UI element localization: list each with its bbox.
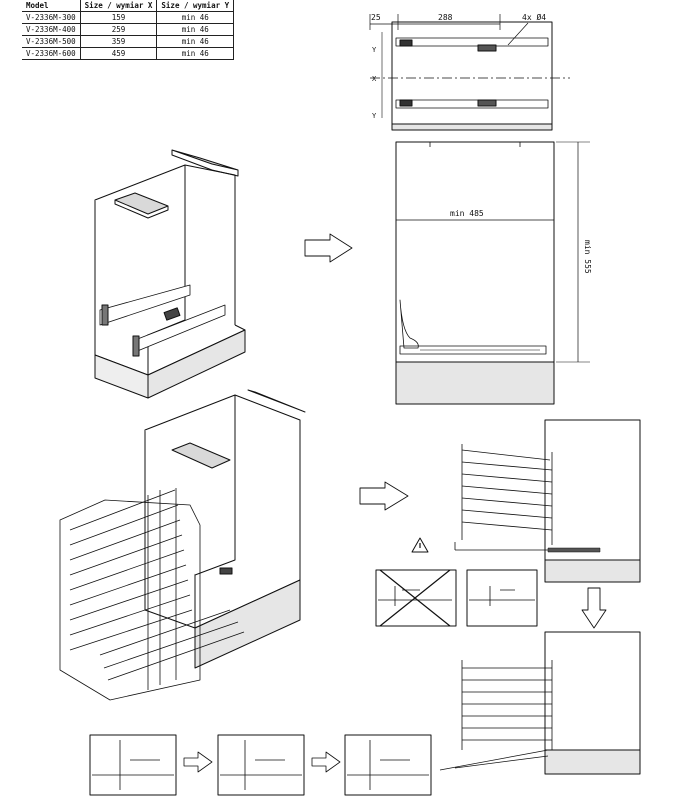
slide-rail xyxy=(99,284,191,326)
iso-cabinet-empty xyxy=(94,149,246,399)
side-view-installed xyxy=(439,631,641,775)
min-width-label: min 485 xyxy=(450,209,484,218)
table-row: V-2336M-300 159 min 46 xyxy=(22,11,235,24)
bottom-rail xyxy=(395,99,549,109)
step-arrow-icon xyxy=(581,587,607,629)
detail-box-step-3 xyxy=(344,734,432,796)
shelf-panel xyxy=(171,442,231,469)
wire-basket xyxy=(59,488,245,701)
rail-bracket xyxy=(101,304,109,326)
rail-bracket xyxy=(219,567,233,575)
cabinet-side-outline xyxy=(395,141,555,363)
rail-bracket xyxy=(477,99,497,107)
rail-bracket xyxy=(477,44,497,52)
iso-cabinet-with-basket xyxy=(59,389,306,701)
warning-icon xyxy=(411,537,429,553)
detail-box-step-1 xyxy=(89,734,177,796)
rail-bracket xyxy=(163,307,181,321)
detail-box-step-2 xyxy=(217,734,305,796)
axis-label-y: Y xyxy=(372,46,377,54)
detail-box-correct xyxy=(466,569,538,627)
top-view-frame xyxy=(391,21,553,125)
cabinet-back-edge xyxy=(184,164,236,325)
top-panel xyxy=(247,389,306,413)
cross-out-icon xyxy=(379,569,451,627)
table-row: V-2336M-500 359 min 46 xyxy=(22,35,235,48)
step-arrow-icon xyxy=(311,751,341,773)
spec-cell-model: V-2336M-600 xyxy=(22,47,81,60)
rail-bracket xyxy=(399,99,413,107)
dim-span-label: 288 xyxy=(438,13,453,22)
top-view-plinth xyxy=(391,123,553,131)
spec-cell-x: 459 xyxy=(79,47,158,60)
holes-leader xyxy=(507,22,529,46)
step-arrow-icon xyxy=(183,751,213,773)
top-rail xyxy=(395,37,549,47)
side-rail xyxy=(399,345,547,355)
step-arrow-icon xyxy=(304,233,353,263)
wire-basket xyxy=(454,444,590,551)
table-row: V-2336M-600 459 min 46 xyxy=(22,47,235,60)
axis-label-x: X xyxy=(372,75,377,83)
top-view: 25 288 4x Ø4 Y X Y xyxy=(369,12,570,131)
cabinet-plinth xyxy=(395,361,555,405)
wire-basket xyxy=(461,660,553,750)
hinge-bracket xyxy=(399,299,419,349)
axis-label-y: Y xyxy=(372,112,377,120)
min-height-label: min 555 xyxy=(583,240,592,274)
rail-bracket xyxy=(132,335,140,357)
spec-table: Model Size / wymiar X Size / wymiar Y V-… xyxy=(22,0,235,60)
detail-box-wrong xyxy=(375,569,457,627)
side-view-install xyxy=(454,419,641,583)
rail-bracket xyxy=(399,39,413,47)
holes-label: 4x Ø4 xyxy=(522,12,546,22)
spec-cell-y: min 46 xyxy=(156,47,235,60)
side-view: min 485 min 555 xyxy=(395,141,592,405)
slide-rail xyxy=(547,547,601,553)
step-arrow-icon xyxy=(359,481,409,511)
bottom-detail-sequence xyxy=(89,734,432,796)
dim-left-label: 25 xyxy=(371,13,381,22)
